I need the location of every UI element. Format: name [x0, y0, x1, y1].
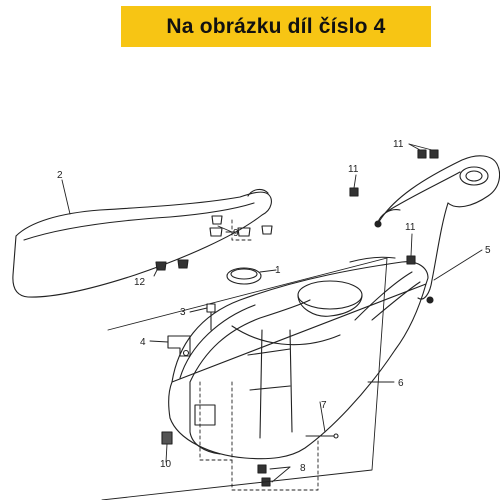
assembly-frame: [101, 257, 388, 500]
callout-9: 9: [233, 228, 239, 239]
part-latch: [161, 431, 173, 445]
part-bumpers: [155, 259, 189, 271]
leader-lines: [61, 143, 483, 483]
callout-7: 7: [321, 400, 327, 411]
callout-11-right: 11: [405, 222, 416, 233]
callout-10: 10: [160, 459, 172, 470]
part-helmet-box: [168, 256, 429, 460]
part-nuts-11: [349, 149, 439, 265]
part-screw-7: [305, 433, 339, 439]
part-banner: Na obrázku díl číslo 4: [121, 6, 431, 47]
part-rear-carrier: [374, 155, 500, 304]
part-cap: [226, 267, 262, 285]
callout-12: 12: [134, 277, 146, 288]
callout-8: 8: [300, 463, 306, 474]
callout-11-top: 11: [393, 139, 404, 150]
callout-4: 4: [140, 337, 146, 348]
assembly-guides: [199, 219, 319, 491]
part-bracket: [167, 335, 191, 357]
banner-text: Na obrázku díl číslo 4: [166, 14, 386, 38]
callout-5: 5: [485, 245, 491, 256]
part-grommets: [209, 215, 273, 237]
callout-6: 6: [398, 378, 404, 389]
callout-1: 1: [275, 265, 281, 276]
part-bolt-3: [206, 303, 216, 331]
callout-3: 3: [180, 307, 186, 318]
part-seat: [12, 188, 272, 298]
callout-11-left: 11: [348, 164, 359, 175]
callout-2: 2: [57, 170, 63, 181]
